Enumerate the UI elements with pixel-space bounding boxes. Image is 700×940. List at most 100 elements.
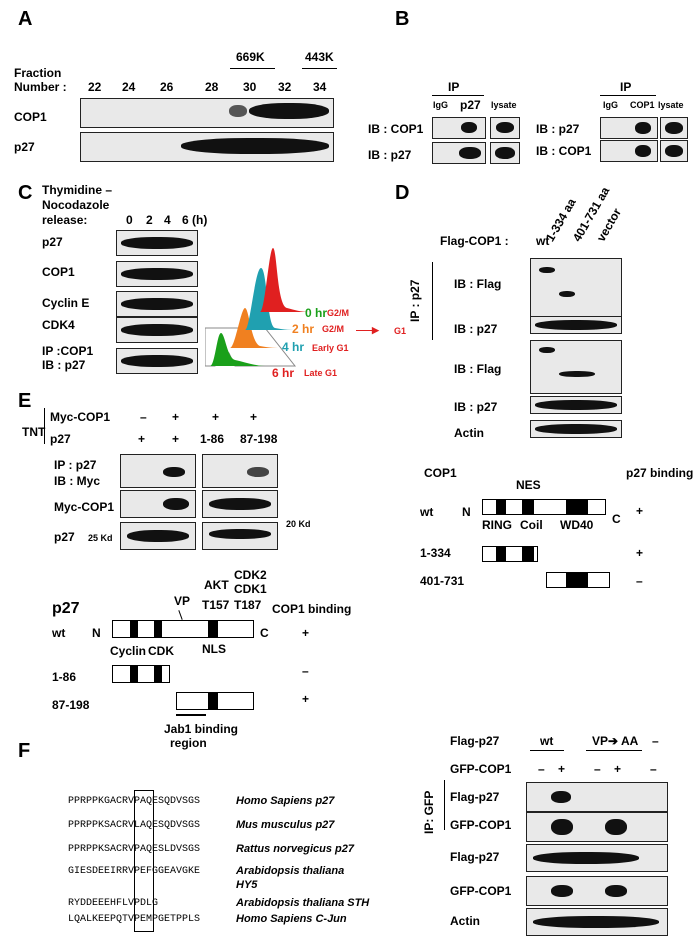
d-diagram-cop1: COP1 (424, 466, 457, 480)
d-401-731-binding: – (636, 574, 643, 588)
b-igg-right: IgG (603, 100, 618, 110)
facs-0hr-phase: G2/M (327, 308, 350, 318)
f-species-4: Arabidopsis thaliana (236, 865, 345, 877)
f-gfp-sign-3: – (594, 762, 601, 776)
f-species-3: Rattus norvegicus p27 (236, 843, 354, 855)
f-vp-highlight-box (134, 790, 154, 932)
f-species-1: Homo Sapiens p27 (236, 795, 335, 807)
b-ib-cop1-left: IB : COP1 (368, 122, 424, 136)
d-1-334-binding: + (636, 546, 644, 560)
f-row-gfp-ip: GFP-COP1 (450, 818, 512, 832)
fraction-28: 28 (205, 80, 219, 94)
d-ip-label: IP : p27 (408, 279, 422, 322)
fraction-22: 22 (88, 80, 102, 94)
f-ip-label: IP: GFP (422, 790, 436, 834)
blot-d-p27-input (530, 396, 622, 414)
f-flag-p27: Flag-p27 (450, 734, 500, 748)
blot-b-p27-ip (432, 142, 486, 164)
e-c-term: C (260, 626, 269, 640)
e-p27-sign-2: + (172, 432, 180, 446)
panel-label-c: C (18, 182, 33, 204)
e-t157: T157 (202, 598, 230, 612)
e-cdk: CDK (148, 644, 174, 658)
blot-e-ip-2 (202, 454, 278, 488)
blot-e-ip-1 (120, 454, 196, 488)
e-87-198-binding: + (302, 692, 310, 706)
e-n-term: N (92, 626, 101, 640)
d-row-ib-p27-1: IB : p27 (454, 322, 498, 336)
d-wt-binding: + (636, 504, 644, 518)
e-myc-sign-2: + (172, 410, 180, 424)
blot-d-flag-ip (530, 258, 622, 318)
facs-0hr: 0 hr (305, 306, 328, 320)
facs-2hr-phase: G2/M (322, 324, 345, 334)
blot-b-cop1-lysate-right (660, 140, 688, 162)
row-label-cop1: COP1 (14, 110, 47, 124)
fraction-30: 30 (243, 80, 257, 94)
d-wd40: WD40 (560, 518, 594, 532)
blot-f-flag-input (526, 844, 668, 872)
e-wt-binding: + (302, 626, 310, 640)
b-ip-right: IP (620, 80, 632, 94)
c-time-4: 4 (164, 213, 171, 227)
f-row-flag-input: Flag-p27 (450, 850, 500, 864)
b-lysate-right: lysate (658, 100, 684, 110)
c-time-2: 2 (146, 213, 153, 227)
d-row-ib-p27-2: IB : p27 (454, 400, 498, 414)
d-diagram-binding: p27 binding (626, 466, 694, 480)
e-cyclin: Cyclin (110, 644, 147, 658)
b-lysate-left: lysate (491, 100, 517, 110)
facs-histograms (205, 248, 310, 367)
e-nls: NLS (202, 642, 226, 656)
panel-label-d: D (395, 182, 410, 204)
f-row-flag-ip: Flag-p27 (450, 790, 500, 804)
f-gfp-sign-1: – (538, 762, 545, 776)
f-gfp-sign-4: + (614, 762, 622, 776)
blot-b-p27-lysate-right (660, 117, 688, 139)
blot-b-p27-ip-right (600, 117, 658, 139)
fraction-number-label: Number : (14, 80, 67, 94)
c-title-1: Thymidine – (42, 183, 113, 197)
e-p27-sign-4: 87-198 (240, 432, 278, 446)
blot-c-cycline (116, 291, 198, 317)
b-ib-p27-right: IB : p27 (536, 122, 580, 136)
facs-arrow: ▶ (372, 325, 379, 335)
blot-c-p27 (116, 230, 198, 256)
f-row-actin: Actin (450, 914, 480, 928)
d-row-ib-flag-1: IB : Flag (454, 277, 502, 291)
d-row-actin: Actin (454, 426, 484, 440)
e-p27-sign-3: 1-86 (200, 432, 225, 446)
blot-f-flag-ip (526, 782, 668, 812)
panel-label-f: F (18, 740, 31, 762)
f-seq-5: RYDDEEEHFLVPDLG (68, 898, 159, 909)
mw-443k: 443K (305, 50, 334, 64)
d-ring: RING (482, 518, 512, 532)
c-title-3: release: (42, 213, 88, 227)
e-construct-wt: wt (52, 626, 66, 640)
e-akt: AKT (204, 578, 229, 592)
e-myc-cop1: Myc-COP1 (50, 410, 111, 424)
blot-c-cop1 (116, 261, 198, 287)
e-vp: VP (174, 594, 191, 608)
f-species-6: Homo Sapiens C-Jun (236, 913, 347, 925)
e-row-ip: IP : p27 (54, 458, 97, 472)
e-row-p27: p27 (54, 530, 75, 544)
blot-a-cop1 (80, 98, 334, 128)
e-kd25: 25 Kd (88, 533, 113, 543)
e-p27-sign-1: + (138, 432, 146, 446)
d-flag-cop1: Flag-COP1 : (440, 234, 509, 248)
f-species-4b: HY5 (236, 879, 258, 891)
facs-4hr-phase: Early G1 (312, 343, 349, 353)
blot-a-p27 (80, 132, 334, 162)
c-title-2: Nocodazole (42, 198, 110, 212)
blot-d-flag-input (530, 340, 622, 394)
f-gfp-cop1: GFP-COP1 (450, 762, 512, 776)
f-wt: wt (540, 734, 554, 748)
facs-6hr-phase: Late G1 (304, 368, 338, 378)
blot-c-ip (116, 348, 198, 374)
f-gfp-sign-2: + (558, 762, 566, 776)
blot-d-p27-ip (530, 316, 622, 334)
d-construct-401-731: 401-731 (420, 574, 465, 588)
mw-669k: 669K (236, 50, 265, 64)
c-time-0: 0 (126, 213, 133, 227)
